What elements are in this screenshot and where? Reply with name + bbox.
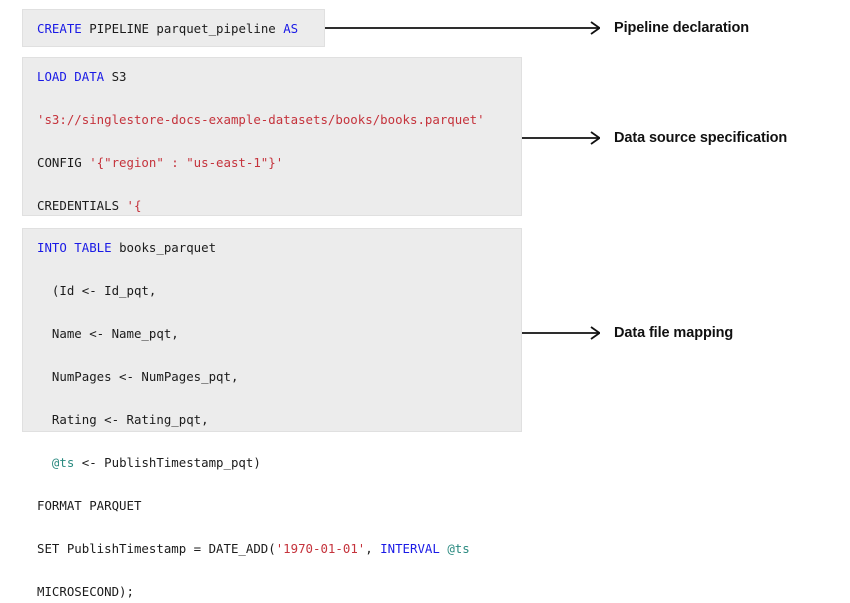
code-token: ,: [365, 541, 381, 556]
code-token: FORMAT PARQUET: [37, 498, 142, 513]
code-line: CONFIG '{"region" : "us-east-1"}': [37, 152, 511, 174]
diagram-canvas: CREATE PIPELINE parquet_pipeline AS LOAD…: [22, 9, 787, 599]
code-token: '{"region" : "us-east-1"}': [89, 155, 284, 170]
code-token: NumPages <- NumPages_pqt,: [37, 369, 239, 384]
code-token: CREATE: [37, 21, 82, 36]
code-token: MICROSECOND);: [37, 584, 134, 599]
arrow-right-icon: [522, 126, 600, 150]
annotation-label-pipeline-declaration: Pipeline declaration: [614, 20, 749, 36]
code-token: '{: [126, 198, 142, 213]
annotation-label-data-file-mapping: Data file mapping: [614, 325, 734, 341]
code-token: AS: [283, 21, 299, 36]
code-line: SET PublishTimestamp = DATE_ADD('1970-01…: [37, 538, 511, 560]
annotation-data-file-mapping: Data file mapping: [522, 321, 733, 345]
code-token: <- PublishTimestamp_pqt): [74, 455, 261, 470]
code-token: PIPELINE: [89, 21, 149, 36]
code-line: MICROSECOND);: [37, 581, 511, 603]
code-line: LOAD DATA S3: [37, 66, 511, 88]
code-token: Name <- Name_pqt,: [37, 326, 179, 341]
code-token: SET PublishTimestamp = DATE_ADD(: [37, 541, 276, 556]
code-token: 's3://singlestore-docs-example-datasets/…: [37, 112, 485, 127]
code-token: CREDENTIALS: [37, 198, 127, 213]
code-line: FORMAT PARQUET: [37, 495, 511, 517]
code-token: S3: [104, 69, 127, 84]
code-token: @ts: [51, 455, 75, 470]
code-token: INTO TABLE: [37, 240, 112, 255]
arrow-right-icon: [325, 16, 600, 40]
annotation-data-source-specification: Data source specification: [522, 126, 787, 150]
annotation-pipeline-declaration: Pipeline declaration: [325, 16, 749, 40]
code-line: 's3://singlestore-docs-example-datasets/…: [37, 109, 511, 131]
code-token: Rating <- Rating_pqt,: [37, 412, 209, 427]
code-line: CREATE PIPELINE parquet_pipeline AS: [37, 18, 314, 40]
code-token: '1970-01-01': [275, 541, 366, 556]
code-token: INTERVAL: [380, 541, 440, 556]
arrow-right-icon: [522, 321, 600, 345]
code-block-pipeline-declaration: CREATE PIPELINE parquet_pipeline AS: [22, 9, 325, 47]
code-token: books_parquet: [111, 240, 217, 255]
code-line: (Id <- Id_pqt,: [37, 280, 511, 302]
code-line: Name <- Name_pqt,: [37, 323, 511, 345]
code-token: [37, 455, 52, 470]
code-token: LOAD DATA: [37, 69, 105, 84]
code-block-data-file-mapping: INTO TABLE books_parquet (Id <- Id_pqt, …: [22, 228, 522, 599]
code-token: [440, 541, 447, 556]
code-line: CREDENTIALS '{: [37, 195, 511, 217]
code-token: parquet_pipeline: [148, 21, 284, 36]
code-token: (Id <- Id_pqt,: [37, 283, 157, 298]
code-token: CONFIG: [37, 155, 90, 170]
code-line: INTO TABLE books_parquet: [37, 237, 511, 259]
code-line: @ts <- PublishTimestamp_pqt): [37, 452, 511, 474]
code-line: Rating <- Rating_pqt,: [37, 409, 511, 431]
code-token: @ts: [447, 541, 470, 556]
code-block-data-source: LOAD DATA S3 's3://singlestore-docs-exam…: [22, 57, 522, 342]
annotation-label-data-source-specification: Data source specification: [614, 130, 788, 146]
code-line: NumPages <- NumPages_pqt,: [37, 366, 511, 388]
